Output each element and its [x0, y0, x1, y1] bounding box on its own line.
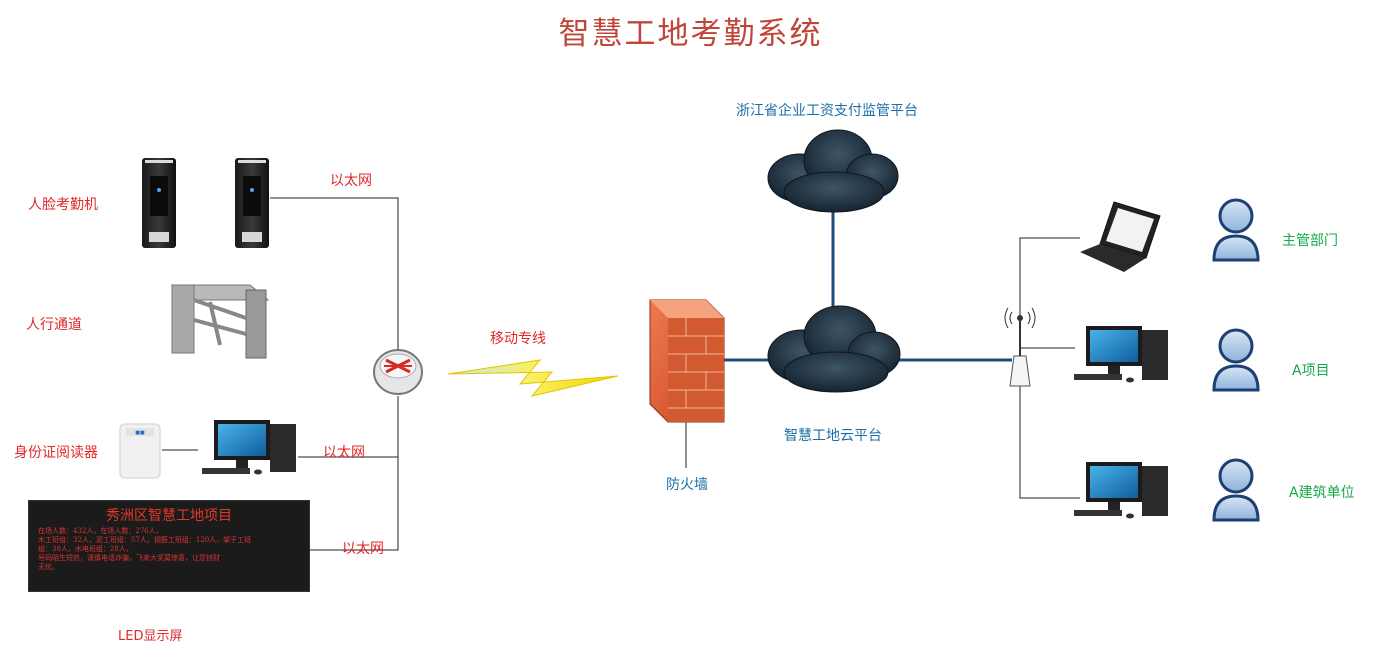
led-line: 号码陌生短信，谨慎电话诈骗，飞来大奖莫惊喜，让您钱财 — [38, 554, 220, 562]
led-line: 组：38人，水电班组：28人， — [38, 545, 133, 553]
label-cloud-platform: 智慧工地云平台 — [784, 428, 882, 444]
label-ethernet-top: 以太网 — [330, 173, 372, 189]
label-builder: A建筑单位 — [1289, 485, 1355, 501]
label-zhejiang-platform: 浙江省企业工资支付监管平台 — [736, 103, 918, 119]
user-icon-builder — [1212, 458, 1260, 522]
cloud-smart-site-platform — [767, 305, 901, 393]
wireless-ap-icon — [1004, 307, 1036, 387]
turnstile-gate — [170, 284, 270, 359]
desktop-pc-project — [1074, 326, 1168, 383]
left-wiring — [162, 197, 687, 551]
desktop-pc-left — [202, 420, 296, 475]
router-icon — [373, 349, 423, 395]
user-icon-project — [1212, 328, 1260, 392]
label-mobile-line: 移动专线 — [490, 331, 546, 347]
face-terminal-2 — [235, 158, 269, 248]
led-screen-text: 在场人数：432人，在场人数：276人， 木工班组：32人，泥工班组：57人，钢… — [29, 525, 309, 574]
label-ethernet-mid: 以太网 — [323, 445, 365, 461]
firewall-icon — [649, 299, 725, 423]
laptop-icon — [1080, 201, 1161, 272]
label-id-reader: 身份证阅读器 — [14, 445, 98, 461]
led-display-screen: 秀洲区智慧工地项目 在场人数：432人，在场人数：276人， 木工班组：32人，… — [28, 500, 310, 592]
user-icon-dept — [1212, 198, 1260, 262]
label-face-terminal: 人脸考勤机 — [28, 197, 98, 213]
led-line: 无忧。 — [38, 563, 59, 571]
right-wiring — [1019, 237, 1080, 499]
page-title: 智慧工地考勤系统 — [558, 16, 823, 52]
label-led-screen: LED显示屏 — [118, 629, 183, 644]
led-line: 在场人数：432人，在场人数：276人， — [38, 527, 163, 535]
label-ethernet-bottom: 以太网 — [342, 541, 384, 557]
desktop-pc-builder — [1074, 462, 1168, 519]
svg-text:■■: ■■ — [135, 430, 145, 436]
mobile-line-bolt — [447, 359, 619, 397]
led-line: 木工班组：32人，泥工班组：57人，钢筋工班组：120人，架子工班 — [38, 536, 252, 544]
label-firewall: 防火墙 — [666, 477, 708, 493]
label-project: A项目 — [1292, 363, 1330, 379]
led-screen-title: 秀洲区智慧工地项目 — [106, 508, 232, 524]
id-card-reader: ■■ — [119, 423, 161, 479]
cloud-zhejiang-platform — [767, 129, 899, 213]
label-turnstile: 人行通道 — [26, 317, 82, 333]
face-terminal-1 — [142, 158, 176, 248]
label-dept: 主管部门 — [1282, 233, 1338, 249]
